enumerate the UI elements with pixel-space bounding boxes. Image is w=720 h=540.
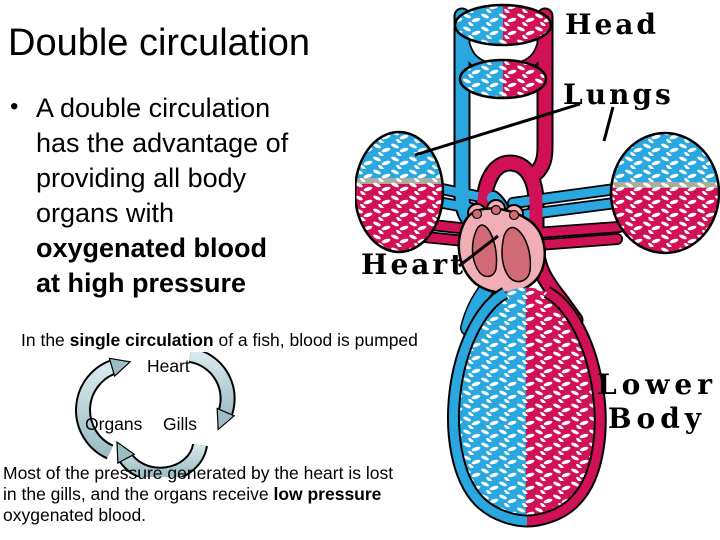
- head-capillary-bed-upper: [453, 3, 553, 47]
- label-lower-body-line2: Body: [607, 402, 707, 435]
- outro-line1: Most of the pressure generated by the he…: [3, 463, 394, 483]
- intro-post: of a fish, blood is pumped: [213, 330, 418, 350]
- double-circulation-diagram: Head Lungs Heart Lower Body: [355, 0, 720, 540]
- bullet-line-bold: at high pressure: [36, 268, 247, 298]
- label-lungs: Lungs: [563, 78, 674, 111]
- bullet-item: • A double circulation has the advantage…: [10, 91, 350, 301]
- fish-cycle-diagram: Heart Organs Gills: [52, 347, 262, 483]
- bullet-marker: •: [10, 93, 19, 120]
- fish-intro-text: In the single circulation of a fish, blo…: [21, 330, 418, 351]
- head-capillary-bed-lower: [458, 58, 548, 100]
- cycle-node-organs: Organs: [85, 414, 143, 434]
- intro-bold: single circulation: [69, 330, 214, 350]
- arrow-gills-to-organs: [116, 440, 206, 481]
- lower-body-capillary-bed: [447, 286, 607, 528]
- label-head: Head: [565, 8, 659, 41]
- page-title: Double circulation: [8, 22, 311, 64]
- heart-pointer: [458, 234, 499, 268]
- outro-line2-bold: low pressure: [273, 484, 382, 504]
- arrow-organs-to-heart: [77, 357, 132, 458]
- heart-shape: [457, 199, 546, 295]
- cycle-node-gills: Gills: [163, 414, 198, 434]
- lungs-pointer-long: [414, 102, 581, 157]
- label-lower-body: Lower Body: [595, 368, 719, 436]
- bullet-text: A double circulation has the advantage o…: [36, 91, 350, 301]
- label-lower-body-line1: Lower: [596, 368, 718, 401]
- outro-line2-pre: in the gills, and the organs receive: [3, 484, 274, 504]
- arrow-heart-to-gills: [188, 349, 236, 431]
- fish-outro-text: Most of the pressure generated by the he…: [3, 463, 393, 526]
- bullet-line: A double circulation: [36, 93, 271, 123]
- bullet-line-bold: oxygenated blood: [36, 233, 268, 263]
- cycle-arrow-group: [75, 347, 236, 483]
- label-heart: Heart: [361, 248, 467, 281]
- bullet-line: organs with: [36, 198, 175, 228]
- intro-pre: In the: [21, 330, 70, 350]
- anatomy-illustration: [355, 3, 720, 528]
- bullet-line: providing all body: [36, 163, 247, 193]
- lungs-pointer-short: [602, 106, 615, 142]
- left-lung-capillary-bed: [355, 130, 445, 254]
- right-lung-capillary-bed: [609, 131, 720, 255]
- bullet-line: has the advantage of: [36, 128, 289, 158]
- cycle-arrows: [75, 347, 236, 483]
- outro-line2: in the gills, and the organs receive low…: [3, 484, 393, 505]
- cycle-node-heart: Heart: [147, 356, 190, 376]
- pointer-lines: [414, 102, 615, 268]
- outro-line3: oxygenated blood.: [3, 505, 147, 525]
